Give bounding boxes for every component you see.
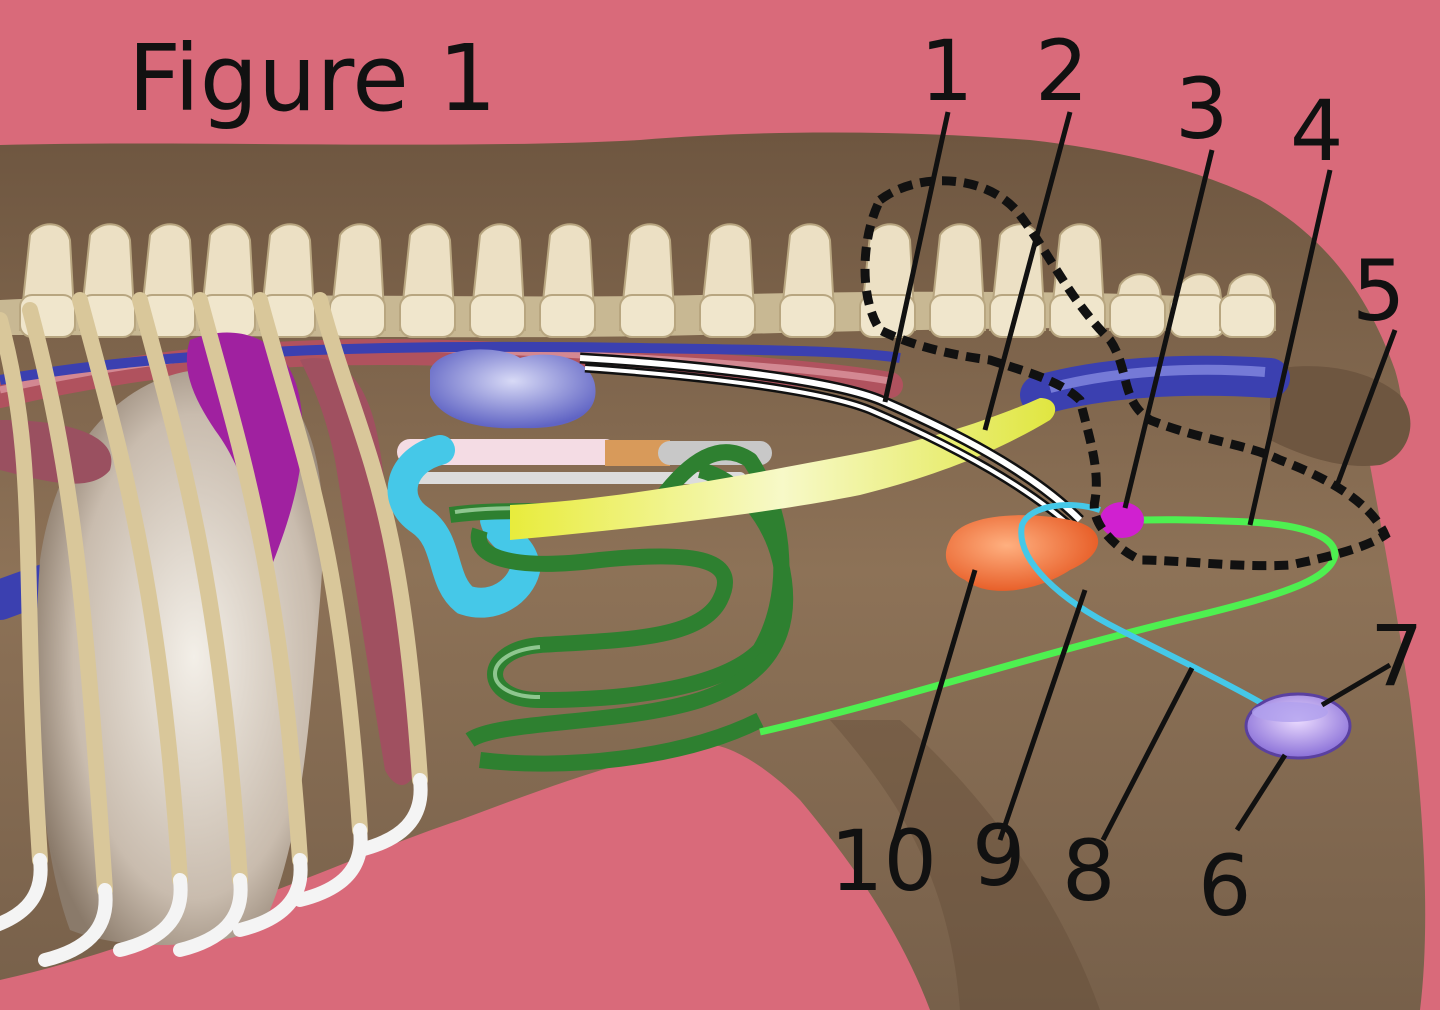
label-2: 2 bbox=[1035, 22, 1088, 120]
bladder bbox=[945, 515, 1099, 591]
rib-cartilage bbox=[113, 873, 188, 957]
thigh-shading bbox=[830, 720, 1100, 1010]
label-8: 8 bbox=[1062, 822, 1115, 920]
rib-cartilage bbox=[353, 773, 428, 857]
vertebral-body bbox=[929, 294, 986, 338]
rib bbox=[192, 292, 308, 868]
rib bbox=[132, 292, 248, 888]
vertebral-body bbox=[469, 294, 526, 338]
label-9: 9 bbox=[972, 807, 1025, 905]
ureter bbox=[510, 398, 1056, 540]
vertebral-body bbox=[779, 294, 836, 338]
label-4: 4 bbox=[1290, 82, 1343, 180]
rib bbox=[312, 292, 428, 788]
figure-title: Figure 1 bbox=[128, 25, 497, 132]
vertebral-body bbox=[1169, 294, 1226, 338]
vertebral-body bbox=[1109, 294, 1166, 338]
rib-cartilage bbox=[0, 853, 48, 932]
gland bbox=[1100, 502, 1144, 538]
label-3: 3 bbox=[1175, 60, 1228, 158]
pelvis-dashed-outline bbox=[860, 176, 1391, 571]
leader-lines bbox=[882, 111, 1398, 842]
vertebral-body bbox=[699, 294, 756, 338]
vertebral-body bbox=[619, 294, 676, 338]
rib bbox=[252, 292, 368, 838]
diaphragm bbox=[300, 358, 415, 785]
vertebral-body bbox=[539, 294, 596, 338]
vena-cava bbox=[0, 341, 901, 385]
rib-cartilage bbox=[233, 853, 308, 937]
vertebral-column bbox=[0, 223, 1277, 338]
label-5: 5 bbox=[1352, 242, 1405, 340]
rib-cartilage bbox=[38, 883, 113, 967]
rib-cartilage bbox=[173, 873, 248, 957]
green-nerve bbox=[759, 516, 1339, 736]
label-7: 7 bbox=[1370, 607, 1423, 705]
kidney bbox=[430, 349, 596, 429]
tail bbox=[1270, 366, 1411, 466]
label-1: 1 bbox=[920, 22, 973, 120]
label-10: 10 bbox=[830, 812, 937, 910]
rib bbox=[72, 292, 188, 888]
intestine-loops bbox=[448, 444, 794, 772]
rib-cartilage bbox=[293, 823, 368, 907]
vertebral-body bbox=[1219, 294, 1276, 338]
label-6: 6 bbox=[1198, 837, 1251, 935]
rib bbox=[22, 302, 113, 898]
vertebral-body bbox=[329, 294, 386, 338]
ribs bbox=[0, 292, 428, 967]
vertebral-body bbox=[399, 294, 456, 338]
rib bbox=[0, 312, 48, 868]
cyan-duct-loop bbox=[1018, 502, 1267, 708]
